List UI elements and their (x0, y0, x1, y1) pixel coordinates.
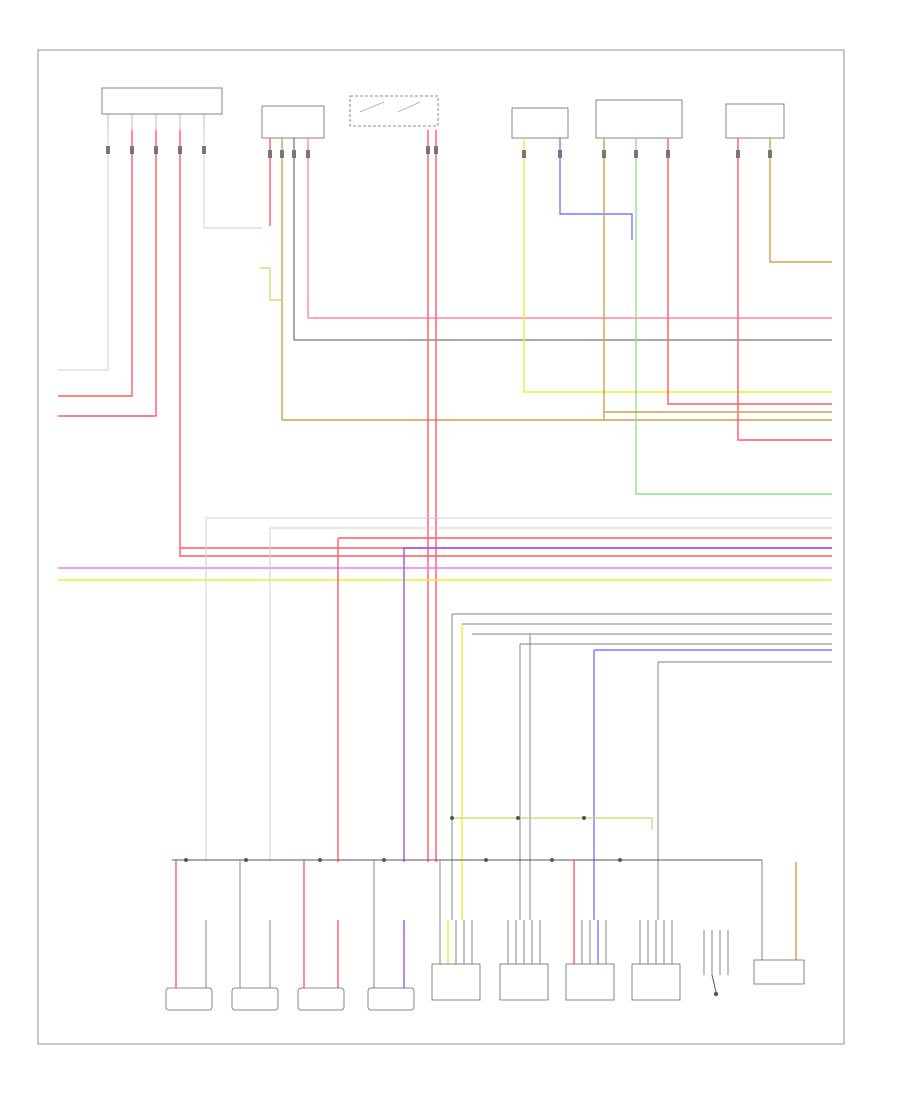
fuse-block-top-left (101, 87, 223, 130)
bottom-component-4 (367, 860, 415, 1011)
bottom-module-right (753, 860, 805, 985)
module-top-right-3 (725, 103, 785, 139)
bottom-module-2 (499, 920, 549, 1001)
diagram-frame (37, 49, 845, 1045)
connector-ticks (106, 146, 772, 158)
splice-points (184, 816, 622, 862)
control-module-top-center (261, 105, 325, 139)
module-top-right-2 (595, 99, 683, 139)
switch-assembly-top (349, 95, 439, 127)
bottom-module-4 (631, 920, 681, 1001)
bottom-component-3 (297, 860, 345, 1011)
bottom-connector-ground (703, 930, 729, 997)
bottom-module-1 (431, 860, 481, 1001)
bottom-module-3 (565, 860, 615, 1001)
module-top-right-1 (511, 107, 569, 139)
bottom-component-1 (165, 860, 213, 1011)
bottom-component-2 (231, 860, 279, 1011)
